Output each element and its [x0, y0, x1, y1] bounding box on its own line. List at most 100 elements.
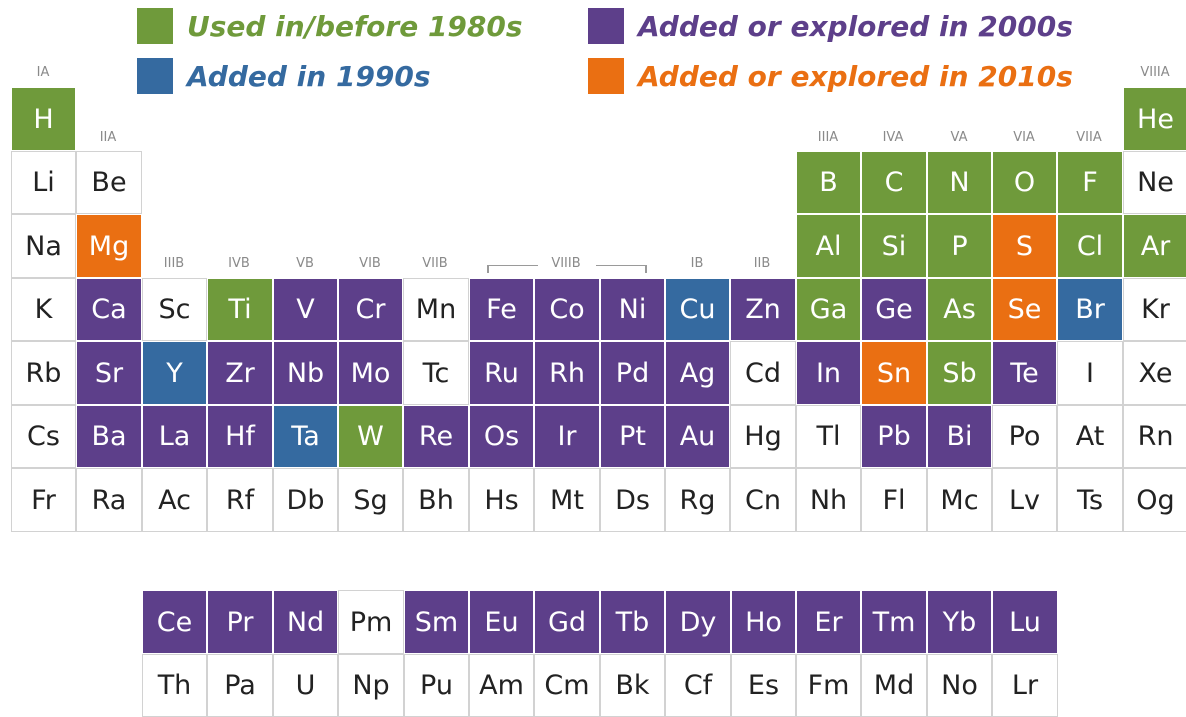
legend-item-2000s: Added or explored in 2000s [588, 6, 1073, 46]
element-cell-u: U [273, 654, 338, 717]
element-cell-al: Al [796, 214, 861, 278]
element-cell-lu: Lu [992, 590, 1058, 654]
element-cell-ts: Ts [1057, 468, 1123, 532]
legend-swatch-1990s [137, 58, 173, 94]
element-cell-mc: Mc [927, 468, 992, 532]
element-cell-og: Og [1123, 468, 1186, 532]
legend-swatch-1980s [137, 8, 173, 44]
element-cell-hg: Hg [730, 405, 796, 468]
element-cell-am: Am [469, 654, 534, 717]
element-cell-sn: Sn [861, 341, 927, 405]
element-cell-ho: Ho [731, 590, 796, 654]
element-cell-es: Es [731, 654, 796, 717]
group-label-viib: VIIB [422, 256, 448, 271]
element-cell-ba: Ba [76, 405, 142, 468]
element-cell-tl: Tl [796, 405, 861, 468]
element-cell-pm: Pm [338, 590, 404, 654]
element-cell-pd: Pd [600, 341, 665, 405]
element-cell-eu: Eu [469, 590, 534, 654]
element-cell-be: Be [76, 151, 142, 214]
element-cell-rg: Rg [665, 468, 730, 532]
element-cell-po: Po [992, 405, 1057, 468]
element-cell-c: C [861, 151, 927, 214]
element-cell-ni: Ni [600, 278, 665, 341]
element-cell-co: Co [534, 278, 600, 341]
group-label-viiia: VIIIA [1140, 65, 1170, 80]
element-cell-mg: Mg [76, 214, 142, 278]
element-cell-ar: Ar [1123, 214, 1186, 278]
element-cell-cn: Cn [730, 468, 796, 532]
element-cell-tb: Tb [600, 590, 665, 654]
element-cell-w: W [338, 405, 403, 468]
element-cell-bi: Bi [927, 405, 992, 468]
group-label-viia: VIIA [1076, 130, 1102, 145]
legend-item-1990s: Added in 1990s [137, 56, 431, 96]
legend-item-2010s: Added or explored in 2010s [588, 56, 1073, 96]
group-label-iiib: IIIB [163, 256, 185, 271]
legend-swatch-2000s [588, 8, 624, 44]
element-cell-cs: Cs [11, 405, 76, 468]
viiib-bracket-right [596, 265, 646, 266]
group-label-iva: IVA [882, 130, 904, 145]
element-cell-dy: Dy [665, 590, 731, 654]
legend-swatch-2010s [588, 58, 624, 94]
element-cell-ta: Ta [273, 405, 338, 468]
element-cell-rn: Rn [1123, 405, 1186, 468]
element-cell-gd: Gd [534, 590, 600, 654]
element-cell-s: S [992, 214, 1057, 278]
element-cell-lv: Lv [992, 468, 1057, 532]
legend-label-2000s: Added or explored in 2000s [638, 9, 1073, 43]
group-label-viiib: VIIIB [551, 256, 581, 271]
element-cell-pr: Pr [207, 590, 273, 654]
element-cell-pb: Pb [861, 405, 927, 468]
element-cell-bh: Bh [403, 468, 469, 532]
element-cell-nh: Nh [796, 468, 861, 532]
element-cell-li: Li [11, 151, 76, 214]
element-cell-fm: Fm [796, 654, 861, 717]
legend-item-1980s: Used in/before 1980s [137, 6, 523, 46]
element-cell-sr: Sr [76, 341, 142, 405]
element-cell-th: Th [142, 654, 207, 717]
element-cell-mn: Mn [403, 278, 469, 341]
element-cell-ga: Ga [796, 278, 861, 341]
element-cell-os: Os [469, 405, 534, 468]
element-cell-mo: Mo [338, 341, 403, 405]
element-cell-fr: Fr [11, 468, 76, 532]
element-cell-at: At [1057, 405, 1123, 468]
element-cell-lr: Lr [992, 654, 1058, 717]
group-label-iia: IIA [99, 130, 117, 145]
element-cell-na: Na [11, 214, 76, 278]
element-cell-f: F [1057, 151, 1123, 214]
element-cell-la: La [142, 405, 207, 468]
element-cell-xe: Xe [1123, 341, 1186, 405]
element-cell-ce: Ce [142, 590, 207, 654]
element-cell-pt: Pt [600, 405, 665, 468]
element-cell-as: As [927, 278, 992, 341]
element-cell-cl: Cl [1057, 214, 1123, 278]
element-cell-hf: Hf [207, 405, 273, 468]
element-cell-te: Te [992, 341, 1057, 405]
element-cell-tc: Tc [403, 341, 469, 405]
element-cell-bk: Bk [600, 654, 665, 717]
element-cell-nd: Nd [273, 590, 338, 654]
group-label-iiia: IIIA [817, 130, 839, 145]
element-cell-no: No [927, 654, 992, 717]
element-cell-ge: Ge [861, 278, 927, 341]
element-cell-zr: Zr [207, 341, 273, 405]
element-cell-b: B [796, 151, 861, 214]
element-cell-sg: Sg [338, 468, 403, 532]
legend-label-1980s: Used in/before 1980s [187, 9, 523, 43]
element-cell-cf: Cf [665, 654, 731, 717]
element-cell-ir: Ir [534, 405, 600, 468]
element-cell-v: V [273, 278, 338, 341]
element-cell-sb: Sb [927, 341, 992, 405]
viiib-bracket-left [488, 265, 538, 266]
group-label-va: VA [950, 130, 968, 145]
element-cell-kr: Kr [1123, 278, 1186, 341]
element-cell-ds: Ds [600, 468, 665, 532]
element-cell-cm: Cm [534, 654, 600, 717]
group-label-vib: VIB [359, 256, 381, 271]
element-cell-pa: Pa [207, 654, 273, 717]
element-cell-pu: Pu [404, 654, 469, 717]
element-cell-md: Md [861, 654, 927, 717]
